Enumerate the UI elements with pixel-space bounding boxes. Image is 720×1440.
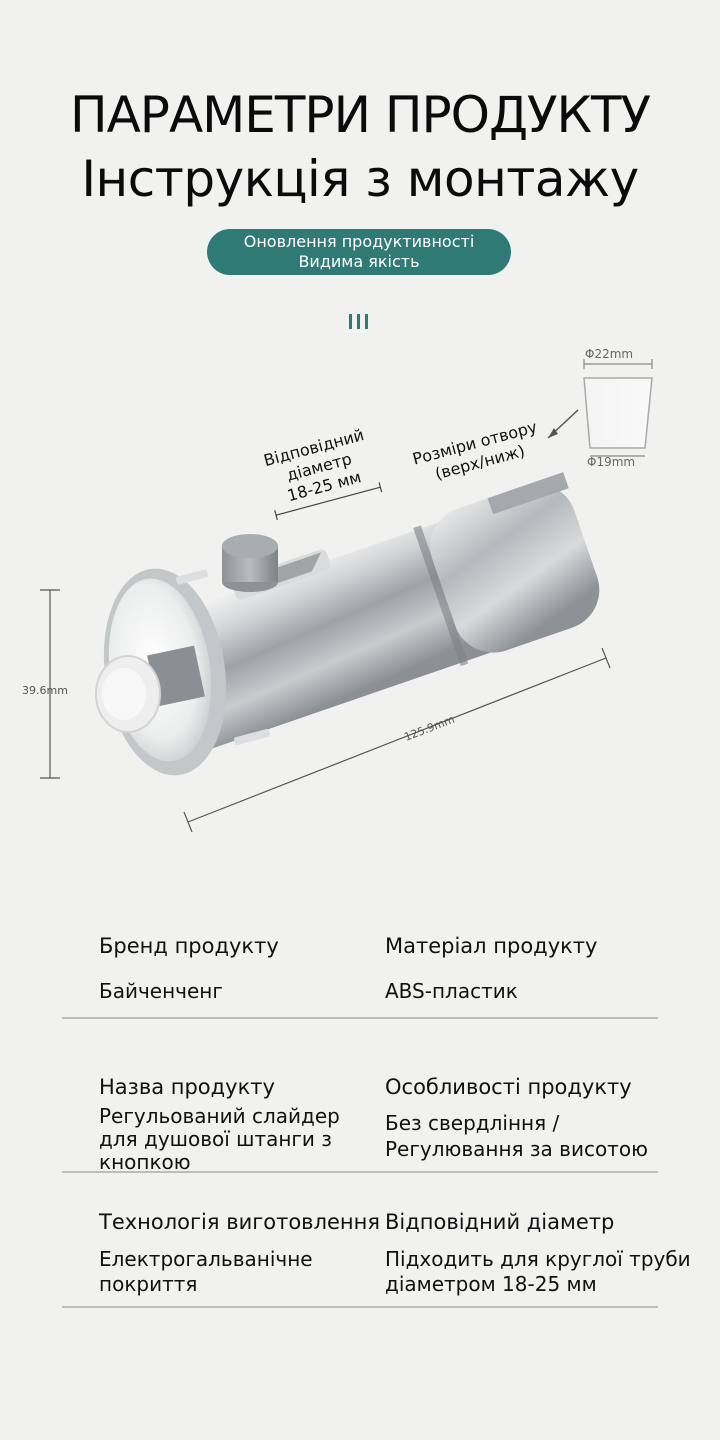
bottom-diameter-label: Φ19mm	[587, 455, 635, 469]
height-label: 39.6mm	[22, 684, 68, 697]
product-name-value-line-2: для душової штанги з	[99, 1127, 332, 1151]
features-label: Особливості продукту	[385, 1075, 632, 1099]
badge-line-1: Оновлення продуктивності	[243, 232, 475, 251]
spec-divider	[62, 1306, 658, 1308]
product-dimension-diagram: Φ22mm Φ19mm Відповідний діаметр 18-25 мм…	[22, 347, 653, 833]
features-value-line-2: Регулювання за висотою	[385, 1137, 648, 1161]
diameter-spec-value-line-1: Підходить для круглої труби	[385, 1247, 691, 1271]
technology-label: Технологія виготовлення	[99, 1210, 380, 1234]
technology-value-line-2: покриття	[99, 1272, 198, 1296]
performance-badge: Оновлення продуктивності Видима якість	[207, 229, 511, 275]
spec-divider	[62, 1017, 658, 1019]
material-value: ABS-пластик	[385, 979, 518, 1003]
material-label: Матеріал продукту	[385, 934, 598, 958]
product-name-value-line-1: Регульований слайдер	[99, 1104, 340, 1128]
diameter-spec-value-line-2: діаметром 18-25 мм	[385, 1272, 597, 1296]
product-name-value-line-3: кнопкою	[99, 1150, 191, 1174]
decorative-ticks-icon	[349, 314, 373, 330]
technology-value-line-1: Електрогальванічне	[99, 1247, 313, 1271]
features-value-line-1: Без свердління /	[385, 1111, 560, 1135]
page-subtitle: Інструкція з монтажу	[81, 150, 639, 208]
spec-divider	[62, 1171, 658, 1173]
product-name-label: Назва продукту	[99, 1075, 275, 1099]
brand-value: Байченченг	[99, 979, 223, 1003]
badge-line-2: Видима якість	[298, 252, 420, 271]
page-title: ПАРАМЕТРИ ПРОДУКТУ	[69, 86, 651, 144]
top-diameter-label: Φ22mm	[585, 347, 633, 361]
diameter-spec-label: Відповідний діаметр	[385, 1210, 615, 1234]
brand-label: Бренд продукту	[99, 934, 279, 958]
